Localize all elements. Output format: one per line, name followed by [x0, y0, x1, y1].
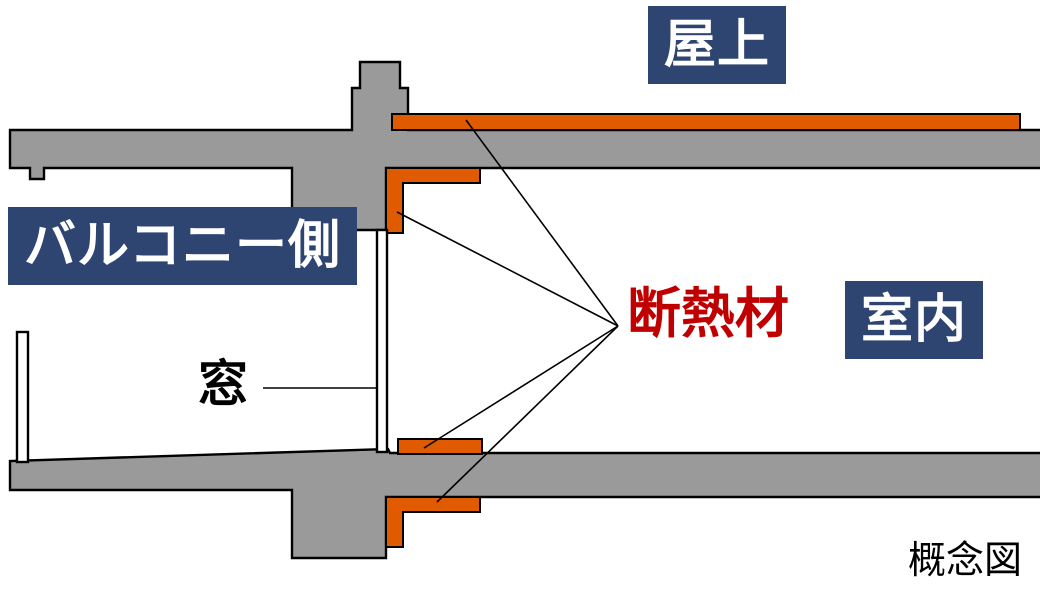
insulation-pointer-upper-wall [396, 211, 619, 327]
diagram-caption: 概念図 [907, 538, 1022, 582]
window-label: 窓 [198, 354, 248, 413]
upper-corner-insulation [385, 167, 481, 234]
indoor-label: 室内 [845, 281, 984, 360]
balcony-railing [15, 330, 30, 464]
insulation-pointer-lower-wall [436, 325, 619, 503]
window-glass [375, 228, 389, 454]
insulation-label: 断熱材 [627, 281, 789, 345]
roof-insulation-strip [391, 113, 1021, 131]
balcony-side-label: バルコニー側 [8, 207, 357, 286]
insulation-pointer-sill [423, 325, 619, 449]
sill-insulation-strip [397, 438, 483, 455]
lower-corner-insulation [385, 496, 481, 548]
floor-slab-lower-wall-shape [8, 447, 1040, 560]
roof-label: 屋上 [648, 6, 787, 85]
insulation-pointer-roof [465, 119, 619, 327]
roof-slab-parapet-shape [8, 60, 1040, 232]
